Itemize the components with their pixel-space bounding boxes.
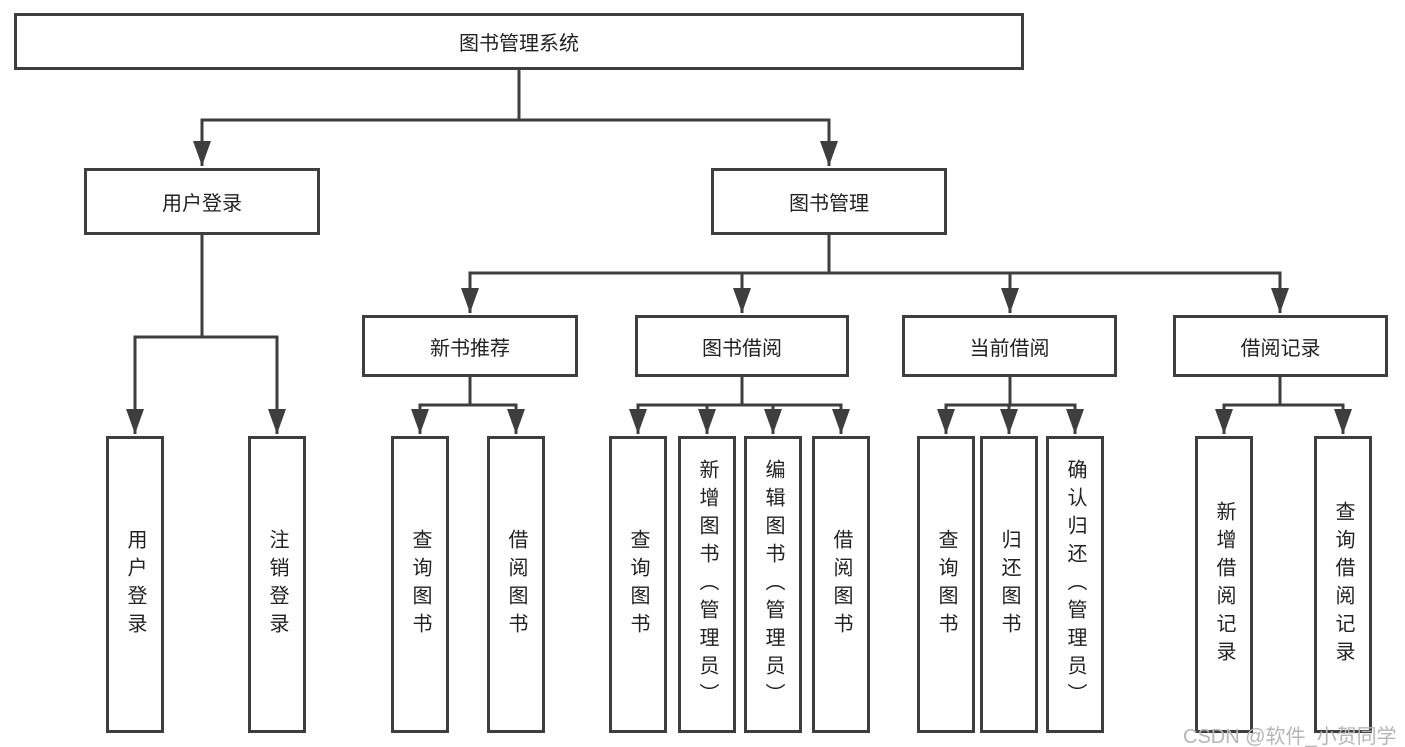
leaf-confirm-return-admin: 确认归还（管理员） (1046, 436, 1104, 733)
leaf-user-login: 用户登录 (106, 436, 164, 733)
leaf-add-book-admin: 新增图书（管理员） (678, 436, 736, 733)
node-book-management: 图书管理 (711, 168, 947, 235)
leaf-return-books: 归还图书 (980, 436, 1038, 733)
node-new-book-recommendation: 新书推荐 (362, 315, 578, 377)
leaf-borrow-books-newbooks-label: 借阅图书 (505, 528, 527, 641)
leaf-edit-book-admin: 编辑图书（管理员） (744, 436, 802, 733)
leaf-add-borrow-record-label: 新增借阅记录 (1213, 500, 1235, 669)
node-book-borrowing: 图书借阅 (635, 315, 849, 377)
leaf-query-books-current: 查询图书 (917, 436, 975, 733)
leaf-query-books-newbooks-label: 查询图书 (409, 528, 431, 641)
leaf-query-borrow-record-label: 查询借阅记录 (1332, 500, 1354, 669)
leaf-add-borrow-record: 新增借阅记录 (1195, 436, 1253, 733)
leaf-logout-label: 注销登录 (266, 528, 288, 641)
leaf-query-borrow-record: 查询借阅记录 (1314, 436, 1372, 733)
leaf-query-books-newbooks: 查询图书 (391, 436, 449, 733)
node-root: 图书管理系统 (14, 13, 1024, 70)
leaf-confirm-return-admin-label: 确认归还（管理员） (1064, 458, 1086, 711)
node-borrowing-records: 借阅记录 (1173, 315, 1388, 377)
leaf-borrow-books-borrow: 借阅图书 (812, 436, 870, 733)
leaf-borrow-books-newbooks: 借阅图书 (487, 436, 545, 733)
leaf-query-books-borrow: 查询图书 (609, 436, 667, 733)
node-user-login: 用户登录 (84, 168, 320, 235)
leaf-logout: 注销登录 (248, 436, 306, 733)
leaf-query-books-current-label: 查询图书 (935, 528, 957, 641)
csdn-watermark: CSDN @软件_小贺同学 (1183, 726, 1397, 747)
leaf-query-books-borrow-label: 查询图书 (627, 528, 649, 641)
leaf-borrow-books-borrow-label: 借阅图书 (830, 528, 852, 641)
leaf-user-login-label: 用户登录 (124, 528, 146, 641)
leaf-edit-book-admin-label: 编辑图书（管理员） (762, 458, 784, 711)
leaf-add-book-admin-label: 新增图书（管理员） (696, 458, 718, 711)
node-current-borrowing: 当前借阅 (902, 315, 1117, 377)
leaf-return-books-label: 归还图书 (998, 528, 1020, 641)
